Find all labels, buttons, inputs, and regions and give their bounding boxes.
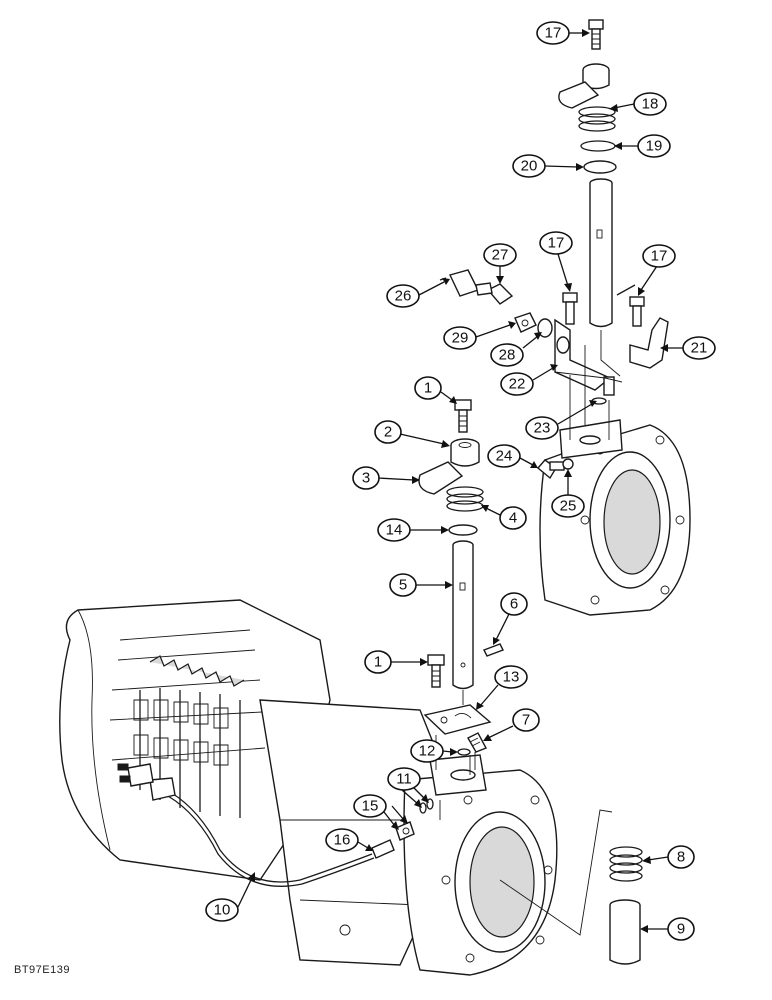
callout-9[interactable]: 9 (640, 917, 695, 941)
callout-1-top[interactable]: 1 (414, 376, 457, 404)
nut-29 (514, 312, 537, 333)
collar-2 (450, 438, 480, 467)
callout-10[interactable]: 10 (205, 872, 255, 922)
callout-3[interactable]: 3 (352, 466, 420, 490)
clip-21 (629, 317, 669, 369)
sleeve-9 (609, 899, 641, 965)
callout-label: 26 (395, 288, 412, 305)
ring-11 (419, 798, 434, 814)
callout-label: 4 (509, 510, 517, 527)
bolt-17-right (629, 296, 645, 327)
lever-18 (558, 63, 616, 132)
washer-25 (562, 458, 574, 470)
callout-label: 16 (334, 832, 351, 849)
bracket-22 (554, 318, 612, 391)
spring-4 (446, 486, 484, 512)
callout-15[interactable]: 15 (353, 794, 408, 830)
callout-26[interactable]: 26 (386, 278, 450, 308)
upper-housing (539, 419, 691, 616)
callout-16[interactable]: 16 (325, 828, 373, 852)
callout-7[interactable]: 7 (483, 708, 540, 741)
callout-label: 24 (496, 448, 513, 465)
bolt-1-lower (427, 654, 445, 688)
callout-label: 19 (646, 138, 663, 155)
callout-27[interactable]: 27 (483, 243, 517, 284)
callout-6[interactable]: 6 (493, 592, 528, 645)
callout-17-right[interactable]: 17 (638, 244, 676, 296)
callout-label: 7 (522, 712, 530, 729)
callout-label: 27 (492, 247, 509, 264)
callout-label: 17 (651, 248, 668, 265)
callout-label: 1 (374, 654, 382, 671)
callout-22[interactable]: 22 (500, 364, 558, 396)
callout-25[interactable]: 25 (551, 469, 585, 518)
washer-20 (583, 160, 617, 174)
callout-label: 21 (691, 340, 708, 357)
callout-label: 10 (214, 902, 231, 919)
callout-label: 25 (560, 498, 577, 515)
shaft-5 (452, 540, 474, 690)
callout-label: 2 (384, 424, 392, 441)
callout-label: 1 (424, 380, 432, 397)
callout-label: 22 (509, 376, 526, 393)
callout-17-mid[interactable]: 17 (539, 231, 573, 292)
callout-1-lower[interactable]: 1 (364, 650, 428, 674)
callout-label: 20 (521, 158, 538, 175)
callout-label: 12 (419, 743, 436, 760)
fitting-7 (467, 732, 487, 753)
callout-label: 6 (510, 596, 518, 613)
callout-label: 13 (503, 669, 520, 686)
transmission-housing (59, 599, 558, 976)
callout-18[interactable]: 18 (609, 92, 667, 116)
callout-21[interactable]: 21 (660, 336, 716, 360)
callout-17-top[interactable]: 17 (536, 21, 590, 45)
drawing-code: BT97E139 (14, 964, 70, 976)
shaft-upper (589, 178, 613, 328)
callout-29[interactable]: 29 (443, 321, 516, 350)
callout-label: 9 (677, 921, 685, 938)
callout-28[interactable]: 28 (490, 332, 542, 367)
callout-2[interactable]: 2 (374, 420, 450, 448)
o-ring-19 (580, 140, 616, 152)
callout-14[interactable]: 14 (377, 518, 449, 542)
callout-label: 28 (499, 347, 516, 364)
bolt-1-top (454, 399, 472, 433)
callout-label: 11 (396, 771, 412, 788)
callout-19[interactable]: 19 (614, 134, 671, 158)
pin-upper (616, 284, 636, 296)
pin-6 (483, 643, 504, 657)
callout-12[interactable]: 12 (410, 739, 458, 763)
callout-23[interactable]: 23 (525, 400, 597, 440)
callout-label: 8 (677, 849, 685, 866)
callout-20[interactable]: 20 (512, 154, 584, 178)
callout-5[interactable]: 5 (389, 573, 453, 597)
sensor-26 (439, 269, 493, 297)
callouts: 17 18 19 20 27 (205, 21, 716, 941)
bracket-13 (423, 704, 492, 735)
callout-label: 17 (548, 235, 565, 252)
connector-16 (371, 839, 395, 859)
o-ring-12 (457, 748, 471, 756)
callout-24[interactable]: 24 (487, 444, 538, 468)
callout-label: 15 (362, 798, 379, 815)
clip-27 (486, 283, 514, 305)
callout-label: 3 (362, 470, 370, 487)
callout-label: 17 (545, 25, 562, 42)
callout-label: 18 (642, 96, 659, 113)
callout-label: 23 (534, 420, 551, 437)
callout-label: 5 (399, 577, 407, 594)
bolt-17-mid (562, 292, 578, 325)
callout-4[interactable]: 4 (481, 505, 527, 530)
callout-label: 29 (452, 330, 469, 347)
lever-3 (418, 461, 464, 495)
spring-8 (609, 846, 643, 882)
fitting-15 (395, 821, 415, 841)
callout-11[interactable]: 11 (387, 767, 429, 808)
callout-label: 14 (386, 522, 403, 539)
washer-14 (448, 524, 478, 536)
callout-13[interactable]: 13 (476, 665, 528, 710)
callout-8[interactable]: 8 (642, 845, 695, 869)
bolt-17-top (588, 19, 604, 50)
